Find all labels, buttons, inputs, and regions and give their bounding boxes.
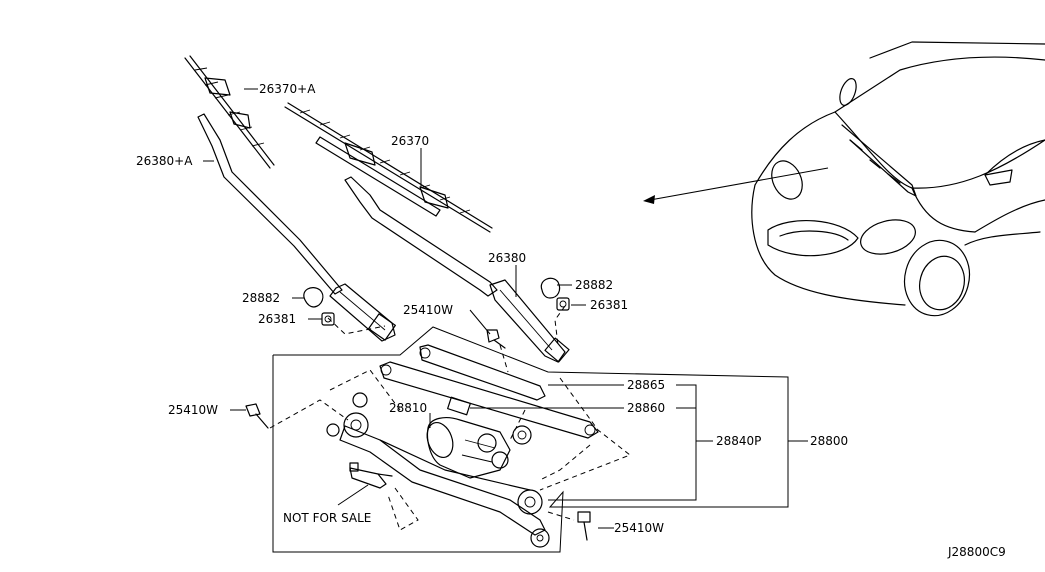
- pivot-cap-lh: [303, 287, 324, 308]
- nut-lh: [321, 312, 335, 326]
- label-not-for-sale: NOT FOR SALE: [283, 511, 371, 525]
- label-arm-lh: 26380: [488, 251, 526, 265]
- label-link-2: 28860: [627, 401, 665, 415]
- linkage-frame: [272, 326, 789, 553]
- leader-lines: [203, 88, 808, 529]
- link-rod-28865: [419, 344, 546, 401]
- label-cap-lh: 28882: [242, 291, 280, 305]
- label-cap-rh: 28882: [575, 278, 613, 292]
- linkage-main-bar: [326, 392, 550, 548]
- label-wiper-assy: 28800: [810, 434, 848, 448]
- dashed-guides: [269, 305, 632, 531]
- wiper-blade-rh: [184, 55, 275, 169]
- link-rod-28860: [379, 361, 599, 439]
- wiper-motor: [426, 417, 532, 479]
- bolt-left: [245, 403, 269, 429]
- label-drawing-code: J28800C9: [947, 545, 1006, 559]
- not-for-sale-part: [349, 462, 393, 489]
- label-blade-lh: 26370: [391, 134, 429, 148]
- pivot-cap-rh: [540, 277, 561, 299]
- label-bolt-bottom: 25410W: [614, 521, 664, 535]
- wiper-arm-rh: [197, 113, 396, 342]
- car-illustration: [643, 41, 1045, 317]
- label-nut-lh: 26381: [258, 312, 296, 326]
- label-bolt-top: 25410W: [403, 303, 453, 317]
- label-linkage-assy: 28840P: [716, 434, 761, 448]
- label-motor: 28810: [389, 401, 427, 415]
- label-arm-rh: 26380+A: [136, 154, 193, 168]
- bolt-bottom: [577, 511, 591, 541]
- wiper-arm-lh: [344, 176, 570, 363]
- label-nut-rh: 26381: [590, 298, 628, 312]
- label-link-1: 28865: [627, 378, 665, 392]
- label-bolt-left: 25410W: [168, 403, 218, 417]
- label-blade-rh: 26370+A: [259, 82, 316, 96]
- wiper-blade-lh: [284, 102, 493, 233]
- bolt-top: [486, 329, 506, 349]
- nut-rh: [556, 297, 570, 311]
